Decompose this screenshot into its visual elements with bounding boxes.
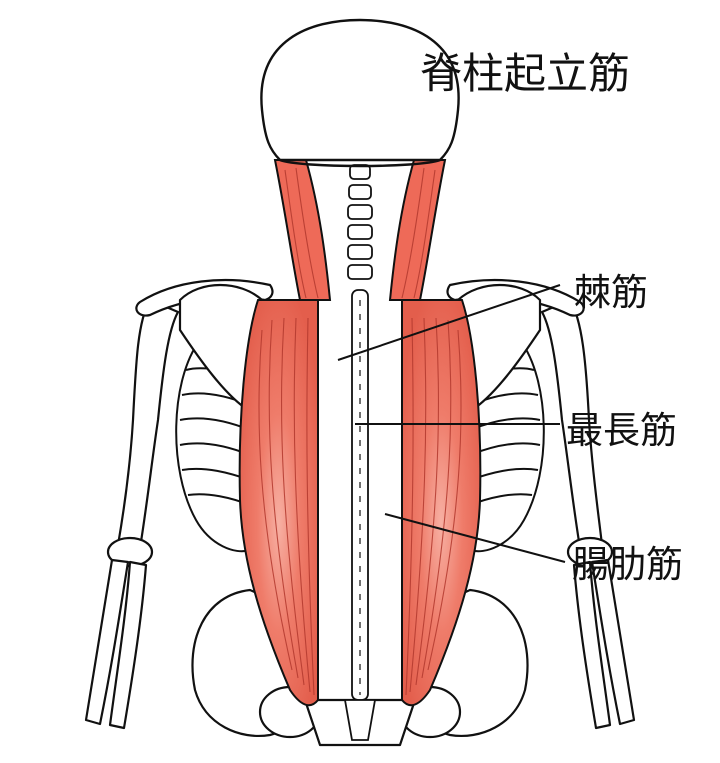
iliocostalis-leader [384, 513, 566, 563]
erector-spinae-muscles [238, 159, 482, 707]
diagram-title: 脊柱起立筋 [420, 49, 631, 98]
label-longissimus: 最長筋 [566, 409, 677, 452]
vertebral-column [343, 164, 377, 741]
skull [260, 18, 460, 168]
shoulder-girdle [135, 278, 585, 412]
leader-lines [337, 284, 566, 563]
label-spinalis: 棘筋 [574, 271, 648, 314]
spinalis-leader [337, 284, 561, 361]
left-arm-bones [84, 298, 180, 730]
label-iliocostalis: 腸肋筋 [572, 543, 683, 586]
right-arm-bones [540, 298, 636, 730]
